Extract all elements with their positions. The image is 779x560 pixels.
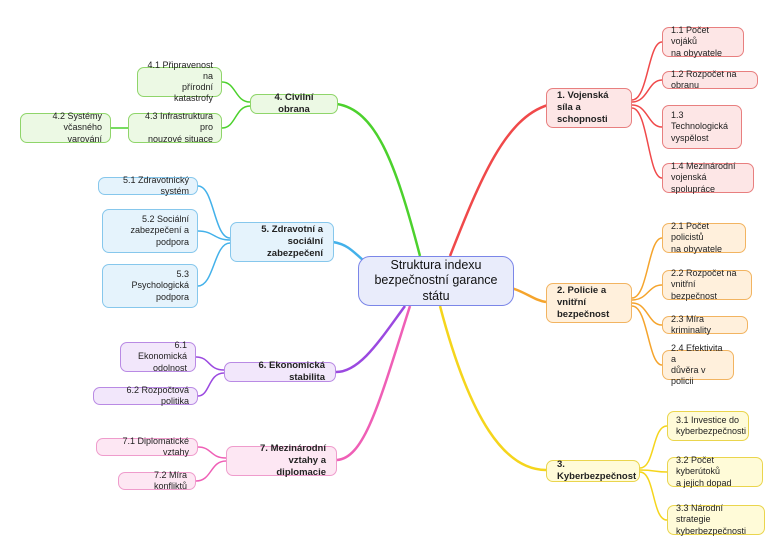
leaf-3-2[interactable]: 3.2 Počet kyberútoků a jejich dopad (667, 455, 763, 488)
branch-2-police[interactable]: 2. Policie a vnitřní bezpečnost (546, 283, 632, 323)
center-topic[interactable]: Struktura indexu bezpečnostní garance st… (358, 256, 514, 306)
leaf-3-3[interactable]: 3.3 Národní strategie kyberbezpečnosti (667, 503, 765, 536)
leaf-7-1[interactable]: 7.1 Diplomatické vztahy (96, 436, 198, 457)
connector-branch-4 (336, 102, 422, 257)
leaf-4-2[interactable]: 4.2 Systémy včasného varování (20, 111, 111, 144)
branch-7-international[interactable]: 7. Mezinárodní vztahy a diplomacie (226, 443, 337, 478)
leaf-1-4[interactable]: 1.4 Mezinárodní vojenská spolupráce (662, 161, 754, 194)
leaf-6-1[interactable]: 6.1 Ekonomická odolnost (120, 340, 196, 373)
leaf-5-3[interactable]: 5.3 Psychologická podpora (102, 264, 198, 308)
branch-4-civil-defense[interactable]: 4. Civilní obrana (250, 92, 338, 115)
branch-6-economic[interactable]: 6. Ekonomická stabilita (224, 360, 336, 383)
leaf-4-1[interactable]: 4.1 Připravenost na přírodní katastrofy (137, 60, 222, 103)
leaf-5-1[interactable]: 5.1 Zdravotnický systém (98, 175, 198, 196)
leaf-7-2[interactable]: 7.2 Míra konfliktů (118, 470, 196, 491)
leaf-5-2[interactable]: 5.2 Sociální zabezpečení a podpora (102, 209, 198, 253)
connector-branch-6 (335, 305, 407, 374)
leaf-6-2[interactable]: 6.2 Rozpočtová politika (93, 385, 198, 406)
leaf-3-1[interactable]: 3.1 Investice do kyberbezpečnosti (667, 411, 749, 441)
connector-branch-7 (336, 305, 412, 462)
leaf-2-2[interactable]: 2.2 Rozpočet na vnitřní bezpečnost (662, 268, 752, 301)
leaf-2-1[interactable]: 2.1 Počet policistů na obyvatele (662, 221, 746, 254)
leaf-1-2[interactable]: 1.2 Rozpočet na obranu (662, 69, 758, 90)
branch-1-military[interactable]: 1. Vojenská síla a schopnosti (546, 88, 632, 128)
connector-branch-1 (448, 103, 549, 257)
leaf-2-4[interactable]: 2.4 Efektivita a důvěra v policii (662, 343, 734, 386)
branch-3-cyber[interactable]: 3. Kyberbezpečnost (546, 459, 640, 482)
connector-branch-3 (438, 305, 547, 472)
leaf-4-3[interactable]: 4.3 Infrastruktura pro nouzové situace (128, 111, 222, 144)
leaf-2-3[interactable]: 2.3 Míra kriminality (662, 314, 748, 335)
branch-5-health-social[interactable]: 5. Zdravotní a sociální zabezpečení (230, 222, 334, 262)
leaf-1-1[interactable]: 1.1 Počet vojáků na obyvatele (662, 25, 744, 58)
leaf-1-3[interactable]: 1.3 Technologická vyspělost (662, 105, 742, 149)
